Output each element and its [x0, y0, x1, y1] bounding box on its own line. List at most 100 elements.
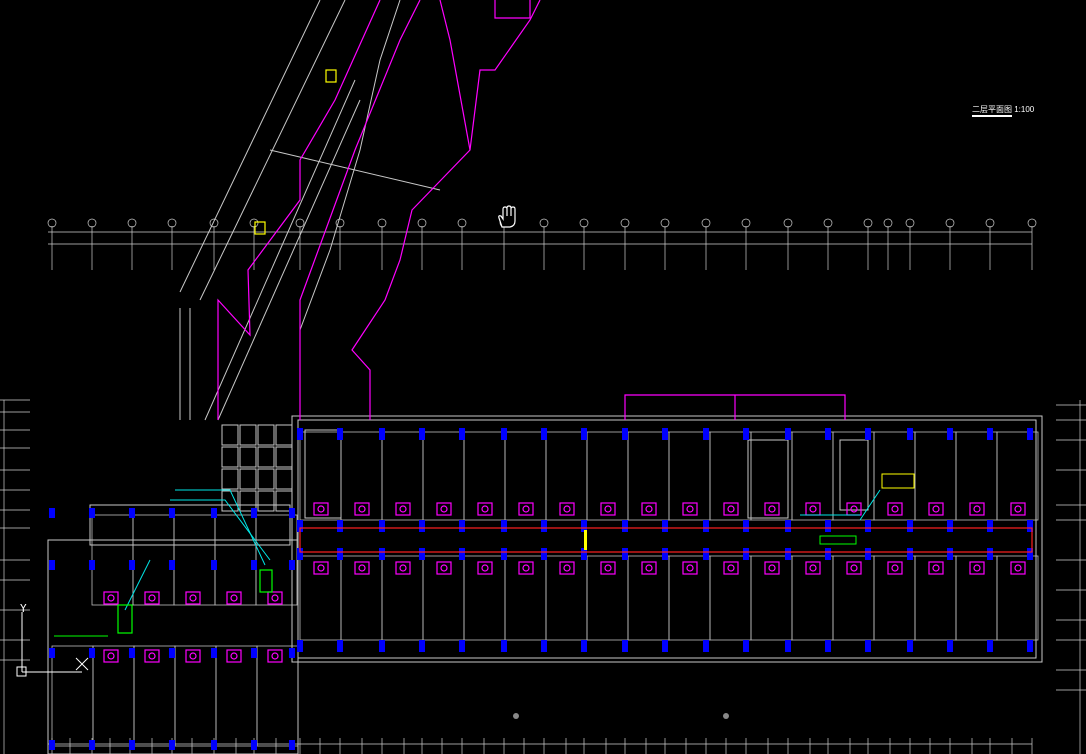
column [337, 548, 343, 560]
stair-cell [221, 446, 239, 468]
column [743, 548, 749, 560]
column [743, 428, 749, 440]
column [289, 740, 295, 750]
fixture [1010, 502, 1026, 516]
fixture-bowl [891, 564, 899, 572]
fixture-bowl [148, 652, 156, 660]
axis-bubble [741, 218, 751, 228]
stair-cell [275, 468, 293, 490]
axis-bubble [863, 218, 873, 228]
column [947, 520, 953, 532]
column [211, 740, 217, 750]
fixture-bowl [107, 594, 115, 602]
fixture-bowl [481, 564, 489, 572]
room-cell [709, 431, 752, 521]
room-cell [215, 645, 258, 747]
axis-bubble [539, 218, 549, 228]
fixture [805, 502, 821, 516]
column [987, 640, 993, 652]
column [211, 560, 217, 570]
column [825, 640, 831, 652]
column [169, 648, 175, 658]
fixture-bowl [604, 505, 612, 513]
column [297, 548, 303, 560]
room-cell [381, 431, 424, 521]
stair-cell [221, 468, 239, 490]
fixture-bowl [563, 564, 571, 572]
column [501, 548, 507, 560]
column [501, 520, 507, 532]
fixture [395, 502, 411, 516]
fixture-bowl [768, 564, 776, 572]
corridor [299, 527, 1033, 553]
column [703, 520, 709, 532]
fixture-bowl [932, 564, 940, 572]
building-outline [291, 415, 1043, 663]
axis-bubble [945, 218, 955, 228]
column [987, 520, 993, 532]
stair-cell [239, 446, 257, 468]
stair-cell [275, 490, 293, 512]
fixture-bowl [809, 564, 817, 572]
fixture-bowl [317, 505, 325, 513]
room-cells [51, 431, 1039, 747]
wing-wall [204, 79, 356, 421]
fixture [185, 591, 201, 605]
fixture-bowl [189, 652, 197, 660]
fixture-bowl [230, 652, 238, 660]
room-cell [133, 645, 176, 747]
fixture [103, 591, 119, 605]
column [541, 520, 547, 532]
fixture-bowl [230, 594, 238, 602]
stair-cell [275, 424, 293, 446]
column [251, 560, 257, 570]
fixture-bowl [850, 505, 858, 513]
column [662, 428, 668, 440]
column [947, 428, 953, 440]
fixture-bowl [645, 505, 653, 513]
room-cell [463, 431, 506, 521]
column [169, 740, 175, 750]
fixture [805, 561, 821, 575]
column [1027, 640, 1033, 652]
fixture [764, 502, 780, 516]
drawing-title-text: 二层平面图 [972, 105, 1012, 117]
column [987, 428, 993, 440]
column [703, 640, 709, 652]
room-cell [955, 555, 998, 641]
green-block [117, 604, 133, 634]
column [703, 548, 709, 560]
axis-bubble [209, 218, 219, 228]
axis-bubble [701, 218, 711, 228]
column [459, 428, 465, 440]
column [89, 508, 95, 518]
room-cell [422, 431, 465, 521]
fixture [846, 561, 862, 575]
fixture [641, 502, 657, 516]
fixture-bowl [271, 652, 279, 660]
room-cell [340, 431, 383, 521]
fixture-bowl [973, 505, 981, 513]
fixture-bowl [645, 564, 653, 572]
fixture [103, 649, 119, 663]
column [289, 560, 295, 570]
stair-cell [239, 468, 257, 490]
column [825, 428, 831, 440]
fixture [723, 561, 739, 575]
corridor-outline [299, 527, 1033, 553]
wing-outline [351, 0, 541, 420]
room-cell [750, 555, 793, 641]
ucs-axis-icon [16, 612, 89, 677]
column [89, 560, 95, 570]
room-cell [504, 431, 547, 521]
stair-cell [221, 424, 239, 446]
fixture [477, 502, 493, 516]
room-cell [545, 431, 588, 521]
room-cell [586, 431, 629, 521]
column [865, 548, 871, 560]
column [169, 560, 175, 570]
fixture-bowl [932, 505, 940, 513]
column [337, 520, 343, 532]
room-cell [709, 555, 752, 641]
